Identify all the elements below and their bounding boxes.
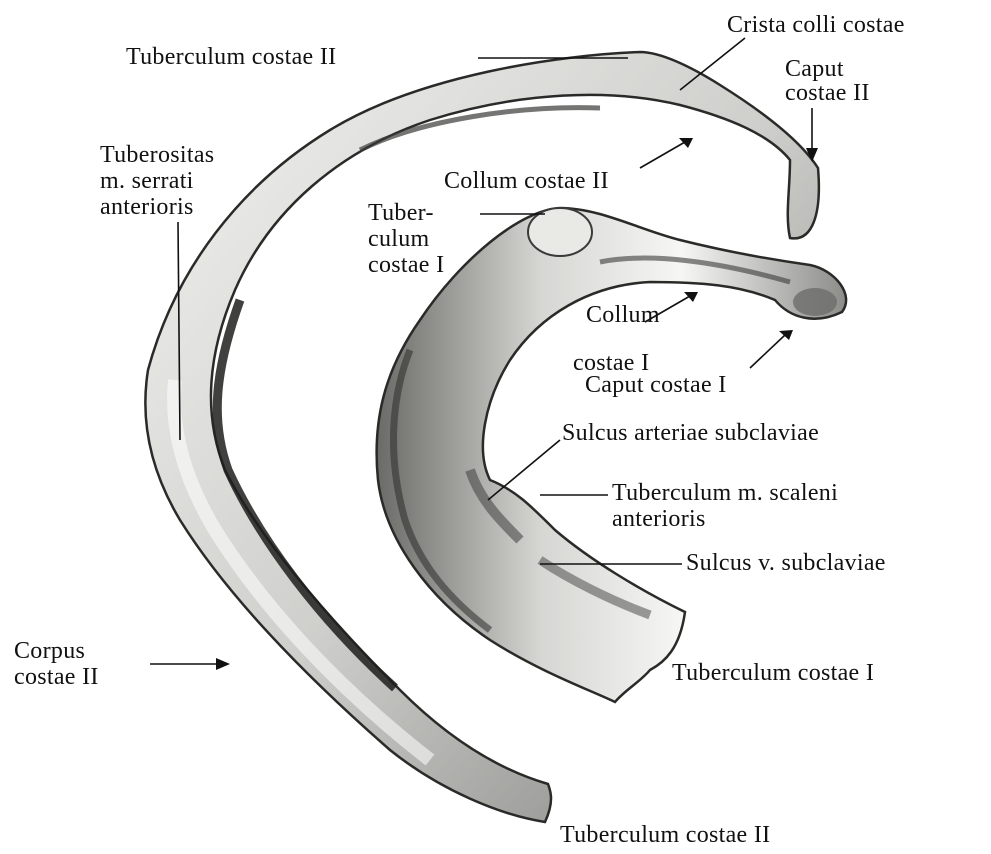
label-sulcus-v-subclaviae: Sulcus v. subclaviae — [686, 550, 886, 576]
label-collum-costae-i-1: Collum — [586, 302, 660, 328]
label-corpus-costae-ii-2: costae II — [14, 664, 99, 690]
arrow-collum-costae-ii — [679, 138, 693, 148]
first-rib — [377, 208, 846, 702]
label-tuberculum-costae-i-2: culum — [368, 226, 430, 252]
label-tuberculum-scaleni-1: Tuberculum m. scaleni — [612, 480, 838, 506]
arrow-collum-costae-i — [684, 292, 698, 302]
label-tuberculum-scaleni-2: anterioris — [612, 506, 706, 532]
label-tuberculum-costae-i-3: costae I — [368, 252, 444, 278]
label-caput-costae-i: Caput costae I — [585, 372, 727, 398]
label-tuberositas-1: Tuberositas — [100, 142, 214, 168]
label-tuberositas-2: m. serrati — [100, 168, 194, 194]
label-sulcus-arteriae-subclaviae: Sulcus arteriae subclaviae — [562, 420, 819, 446]
leader-sulcus-arteriae — [488, 440, 560, 500]
label-tuberculum-costae-ii-top: Tuberculum costae II — [126, 44, 336, 70]
label-caput-costae-ii-1: Caput — [785, 56, 844, 82]
label-tuberculum-costae-i-1: Tuber- — [368, 200, 434, 226]
label-tuberculum-costae-ii-bottom: Tuberculum costae II — [560, 822, 770, 848]
label-crista-colli-costae: Crista colli costae — [727, 12, 905, 38]
first-rib-body — [377, 208, 846, 702]
first-rib-head — [793, 288, 837, 316]
label-tuberculum-costae-i-right: Tuberculum costae I — [672, 660, 874, 686]
label-tuberositas-3: anterioris — [100, 194, 194, 220]
label-caput-costae-ii-2: costae II — [785, 80, 870, 106]
leader-collum-costae-ii — [640, 142, 685, 168]
label-collum-costae-ii: Collum costae II — [444, 168, 609, 194]
leader-caput-costae-i — [750, 335, 785, 368]
arrow-corpus-costae-ii — [216, 658, 230, 670]
label-corpus-costae-ii-1: Corpus — [14, 638, 85, 664]
first-rib-tubercle — [528, 208, 592, 256]
